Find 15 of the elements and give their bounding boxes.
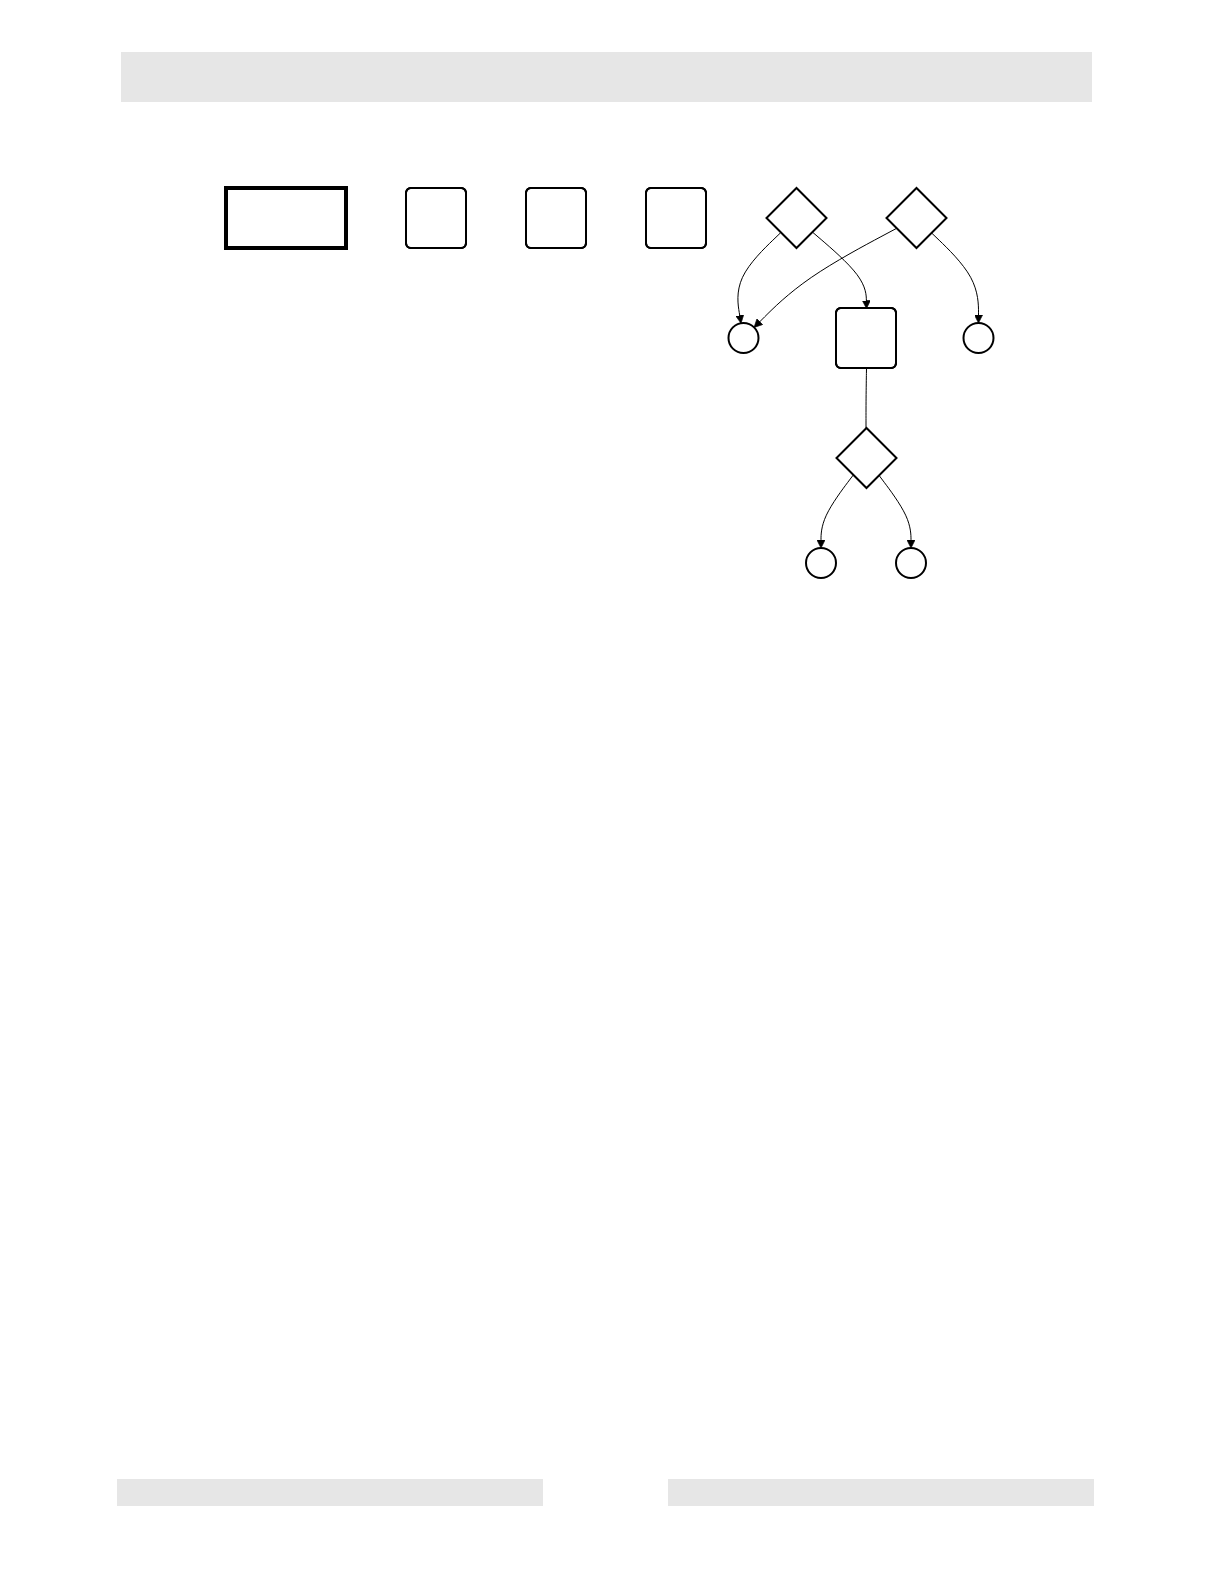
arrow: [753, 227, 898, 328]
arrow: [816, 474, 854, 549]
connector: [865, 368, 868, 429]
arrow: [878, 474, 916, 549]
arrow: [811, 231, 871, 309]
node-circle: [895, 547, 928, 579]
node-diamond: [885, 186, 949, 250]
arrow: [735, 232, 782, 324]
node-diamond: [765, 186, 829, 250]
node-circle: [962, 322, 995, 354]
node-circle: [727, 322, 760, 354]
node-diamond: [835, 426, 899, 490]
node-box: [224, 186, 349, 250]
arrow: [931, 232, 984, 324]
node-circle: [805, 547, 838, 579]
